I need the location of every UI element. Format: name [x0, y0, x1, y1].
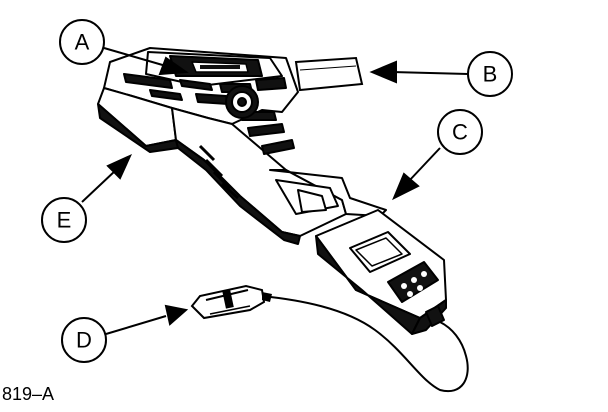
- callout-a: A: [59, 19, 105, 65]
- power-cable: [261, 295, 469, 393]
- callout-c: C: [437, 109, 483, 155]
- callout-arrows: [81, 47, 469, 335]
- callout-e-label: E: [57, 208, 72, 233]
- callout-a-label: A: [75, 30, 90, 55]
- keypad: [123, 73, 295, 155]
- callout-c-label: C: [452, 120, 468, 145]
- callout-b-label: B: [483, 62, 498, 87]
- callout-d-label: D: [76, 328, 92, 353]
- callout-b: B: [467, 51, 513, 97]
- cigarette-lighter-plug: [190, 284, 272, 320]
- selector-knob-icon: [225, 85, 259, 119]
- callout-e: E: [41, 197, 87, 243]
- figure-id-label: 819–A: [2, 384, 55, 404]
- printer-paper-strip: [294, 56, 364, 92]
- tester-top-panel: [123, 51, 295, 155]
- program-cartridge: [315, 209, 447, 335]
- callout-d: D: [61, 317, 107, 363]
